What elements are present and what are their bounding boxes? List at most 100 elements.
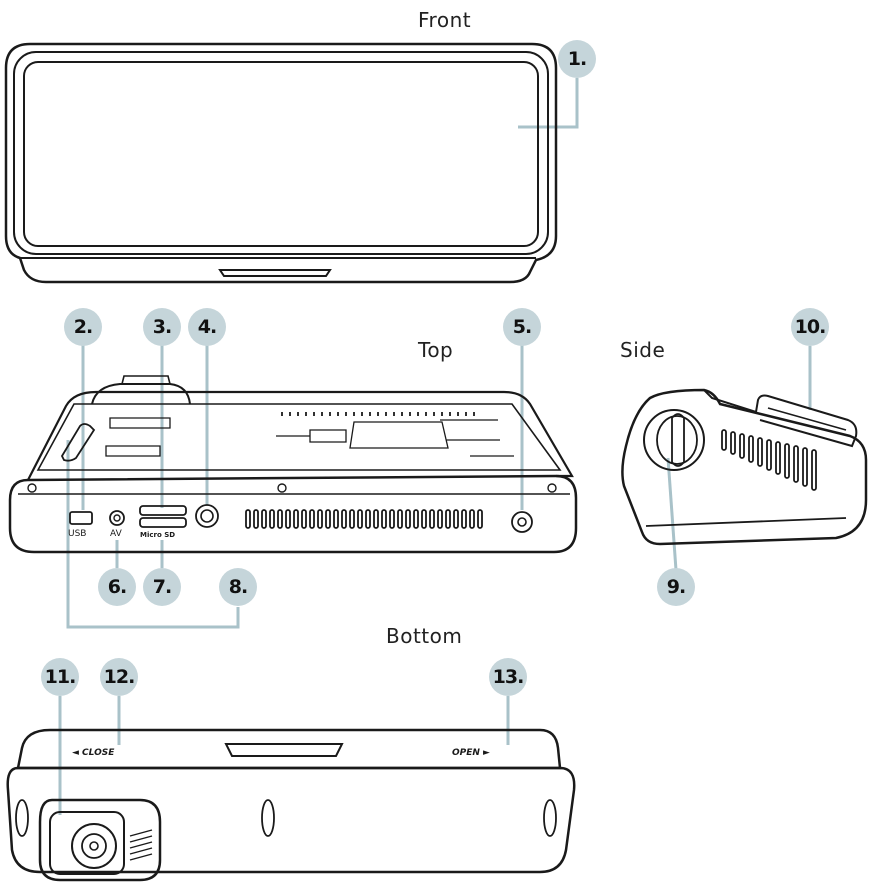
vent-slot [453,509,459,529]
leader-lines [58,78,812,815]
bottom-view-title: Bottom [386,624,463,648]
callout-1: 1. [558,40,596,78]
callout-12: 12. [100,658,138,696]
vent-slot [333,509,339,529]
top-view: USB AV Micro SD [8,375,578,554]
side-mount-top [703,389,858,448]
vent-slot [429,509,435,529]
micro-sd-slot-upper [139,505,187,516]
rear-camera-lens-center [89,841,99,851]
side-body [621,388,868,546]
power-button [511,511,533,533]
vent-slot [301,509,307,529]
vent-slot [245,509,251,529]
top-mount-clip-tab [121,375,171,385]
side-view-title: Side [620,338,666,362]
vent-slot [389,509,395,529]
side-bottom-strip [645,517,847,527]
top-mount-clip [91,383,191,405]
vent-slot [469,509,475,529]
sim-slot [60,423,96,462]
bottom-center-tab [224,743,344,757]
vent-slot [261,509,267,529]
usb-port [69,511,93,525]
vent-slot [381,509,387,529]
vent-slot [357,509,363,529]
micro-sd-slot-lower [139,517,187,528]
front-view-title: Front [418,8,472,32]
top-screw-right [547,483,557,493]
callout-2: 2. [64,308,102,346]
vent-slot [397,509,403,529]
front-screen [23,61,539,247]
side-lock-knob-grip [671,413,685,467]
gps-antenna-port-inner [200,509,214,523]
bottom-center-oval [261,799,275,837]
bottom-view: ◄ CLOSE OPEN ► [6,728,576,882]
vent-slot [373,509,379,529]
callout-10: 10. [791,308,829,346]
top-deck-detail [105,417,514,457]
side-lock-knob [643,409,705,471]
vent-slot [365,509,371,529]
vent-slot [421,509,427,529]
vent-slot [413,509,419,529]
top-housing [8,474,578,554]
callout-3: 3. [143,308,181,346]
side-mount-ridge [767,407,847,431]
vent-slot [461,509,467,529]
leader-line-8 [66,440,240,629]
callout-6: 6. [98,568,136,606]
vent-slot [405,509,411,529]
top-view-title: Top [418,338,454,362]
rear-camera-lens [81,833,107,859]
vent-slot [269,509,275,529]
vent-slot [253,509,259,529]
rear-camera-lens-ring [71,823,117,869]
rear-camera-grip [129,829,153,861]
vent-slot [341,509,347,529]
front-view [4,42,558,284]
front-vent-grille [245,509,483,529]
rear-camera-housing [38,798,162,882]
top-vent-strip [281,412,475,416]
usb-port-label: USB [68,529,86,539]
callout-9: 9. [657,568,695,606]
bottom-left-oval [15,799,29,837]
callout-5: 5. [503,308,541,346]
vent-slot [293,509,299,529]
vent-slot [349,509,355,529]
top-screw-left [27,483,37,493]
vent-slot [437,509,443,529]
vent-slot [317,509,323,529]
callout-4: 4. [188,308,226,346]
callout-7: 7. [143,568,181,606]
vent-slot [309,509,315,529]
vent-slot [285,509,291,529]
av-port-inner [113,514,121,522]
bottom-lower-body [6,766,576,874]
callout-13: 13. [489,658,527,696]
power-button-inner [517,517,527,527]
callout-11: 11. [41,658,79,696]
vent-slot [477,509,483,529]
top-deck-inner [36,403,562,471]
side-lock-knob-inner [656,415,698,465]
front-tab [218,269,332,277]
top-deck [27,390,574,481]
av-port-label: AV [110,529,123,539]
top-screw-center [277,483,287,493]
gps-antenna-port [195,504,219,528]
front-housing [4,42,558,284]
rear-camera-face [49,811,125,875]
micro-sd-port-label: Micro SD [140,531,175,539]
bottom-right-oval [543,799,557,837]
side-view [621,388,868,546]
side-vent-slots [721,429,817,491]
front-bezel [13,51,549,255]
vent-slot [445,509,451,529]
slider-open-label: OPEN ► [452,748,490,758]
slider-close-label: ◄ CLOSE [72,748,115,758]
